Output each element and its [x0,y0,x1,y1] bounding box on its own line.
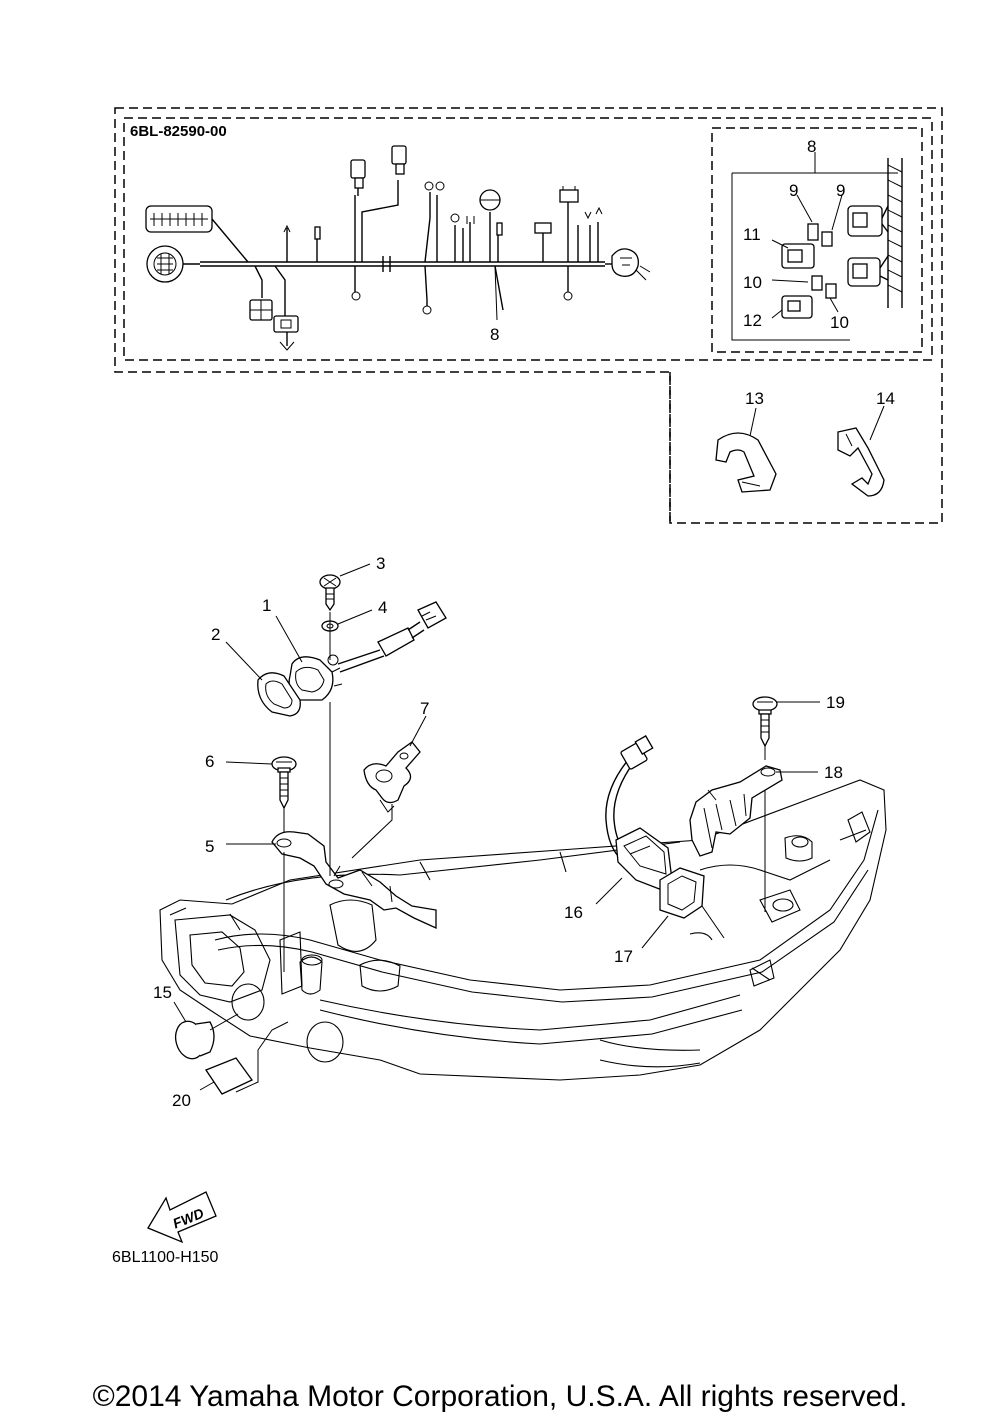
part-6-screw [271,756,297,810]
leader-3 [339,563,371,577]
callout-1: 1 [262,596,271,615]
callout-12: 12 [743,311,762,330]
fwd-arrow-icon: FWD [147,1191,217,1244]
leader-7 [409,715,427,747]
callout-8b: 8 [807,137,816,156]
part-17-gasket [659,867,725,939]
leader-8a [494,265,498,321]
part-5-bracket [271,831,437,930]
callout-18: 18 [824,763,843,782]
leader-20 [199,1081,215,1091]
part-15-plug [174,1013,239,1060]
bottom-cowling [159,779,887,1081]
callout-19: 19 [826,693,845,712]
callout-11: 11 [743,225,761,244]
part-20-label [205,1021,289,1095]
leader-16 [595,877,623,905]
part-18-bracket [689,765,783,857]
part-3-screw [319,574,341,612]
leader-6 [225,761,273,765]
callout-2: 2 [211,625,220,644]
part-2-gasket [257,672,301,717]
leader-15 [173,1001,187,1023]
callout-3: 3 [376,554,385,573]
callout-10b: 10 [830,313,849,332]
part-16-connector [605,735,673,891]
callout-16: 16 [564,903,583,922]
callout-9a: 9 [789,181,798,200]
callout-17: 17 [614,947,633,966]
callout-8a: 8 [490,325,499,344]
callout-10a: 10 [743,273,762,292]
kit-outline [114,107,943,524]
leader-2 [225,641,263,681]
callout-5: 5 [205,837,214,856]
callout-20: 20 [172,1091,191,1110]
connector-detail [731,152,903,341]
clamp-13 [715,407,777,493]
wire-harness [145,145,651,351]
leader-4 [337,609,373,625]
copyright-notice: ©2014 Yamaha Motor Corporation, U.S.A. A… [93,1380,908,1413]
callout-14: 14 [876,389,895,408]
leader-1 [275,615,303,663]
leader-17 [641,915,669,949]
callout-15: 15 [153,983,172,1002]
clamp-14 [837,405,885,497]
callout-13: 13 [745,389,764,408]
kit-part-number: 6BL-82590-00 [130,123,227,140]
callout-6: 6 [205,752,214,771]
align-line-7 [333,804,393,877]
drawing-number: 6BL1100-H150 [112,1249,219,1266]
callout-7: 7 [420,699,429,718]
callout-4: 4 [378,598,387,617]
part-7-clamp [363,741,421,813]
part-19-screw [752,696,778,748]
callout-9b: 9 [836,181,845,200]
part-1-connector-grommet [288,601,447,701]
